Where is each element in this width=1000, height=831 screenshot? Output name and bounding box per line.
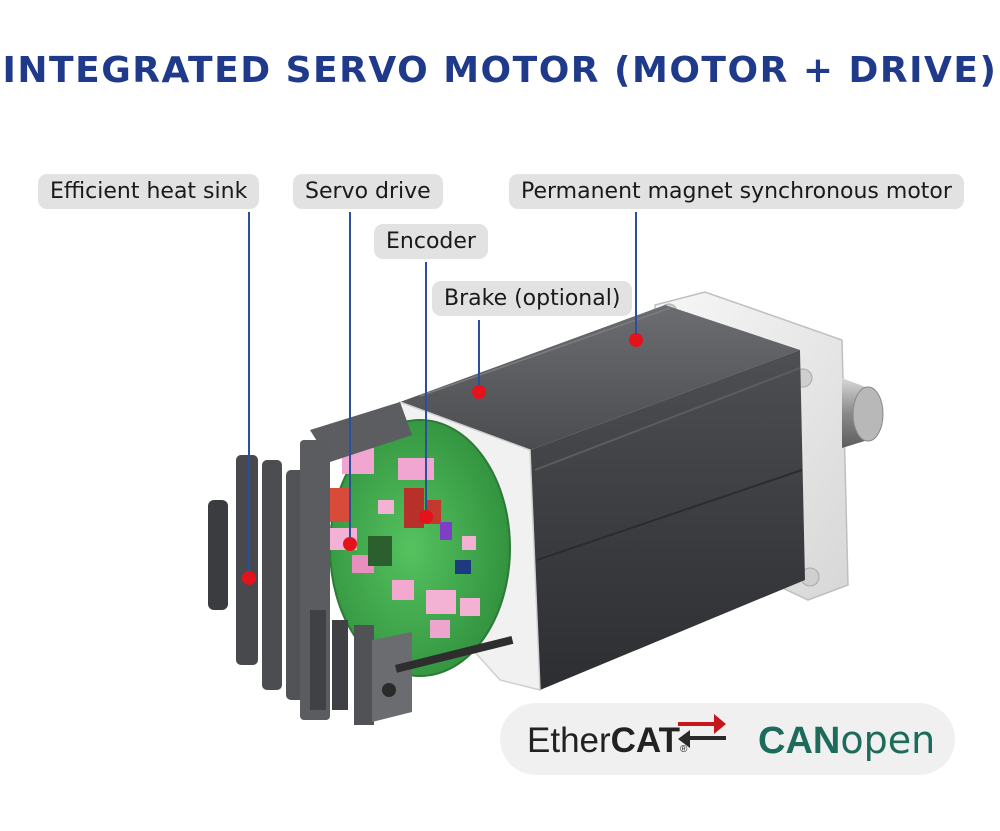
heat-sink	[208, 402, 514, 725]
motor-label: Permanent magnet synchronous motor	[509, 174, 964, 209]
servo-drive-label: Servo drive	[293, 174, 443, 209]
heat-sink-label: Efficient heat sink	[38, 174, 260, 209]
heat-sink-marker	[242, 571, 256, 585]
protocol-badge	[500, 703, 955, 775]
output-shaft	[842, 378, 884, 448]
canopen-logo: CANopen	[758, 718, 935, 763]
brake-label: Brake (optional)	[432, 281, 633, 316]
ethercat-logo: EtherCAT®	[527, 721, 687, 761]
encoder-marker	[419, 510, 433, 524]
servo-drive-marker	[343, 537, 357, 551]
ethercat-arrows-icon	[678, 714, 726, 748]
motor-marker	[629, 333, 643, 347]
canopen-prefix: CAN	[758, 720, 841, 762]
encoder-label: Encoder	[374, 224, 488, 259]
brake-marker	[472, 385, 486, 399]
canopen-suffix: open	[840, 718, 936, 762]
servo-drive-pcb	[325, 419, 511, 677]
motor-body	[400, 305, 805, 690]
page-title: INTEGRATED SERVO MOTOR (MOTOR + DRIVE)	[2, 50, 998, 91]
ethercat-suffix: CAT	[610, 721, 680, 760]
ethercat-registered-mark: ®	[680, 744, 688, 755]
ethercat-prefix: Ether	[527, 721, 611, 760]
